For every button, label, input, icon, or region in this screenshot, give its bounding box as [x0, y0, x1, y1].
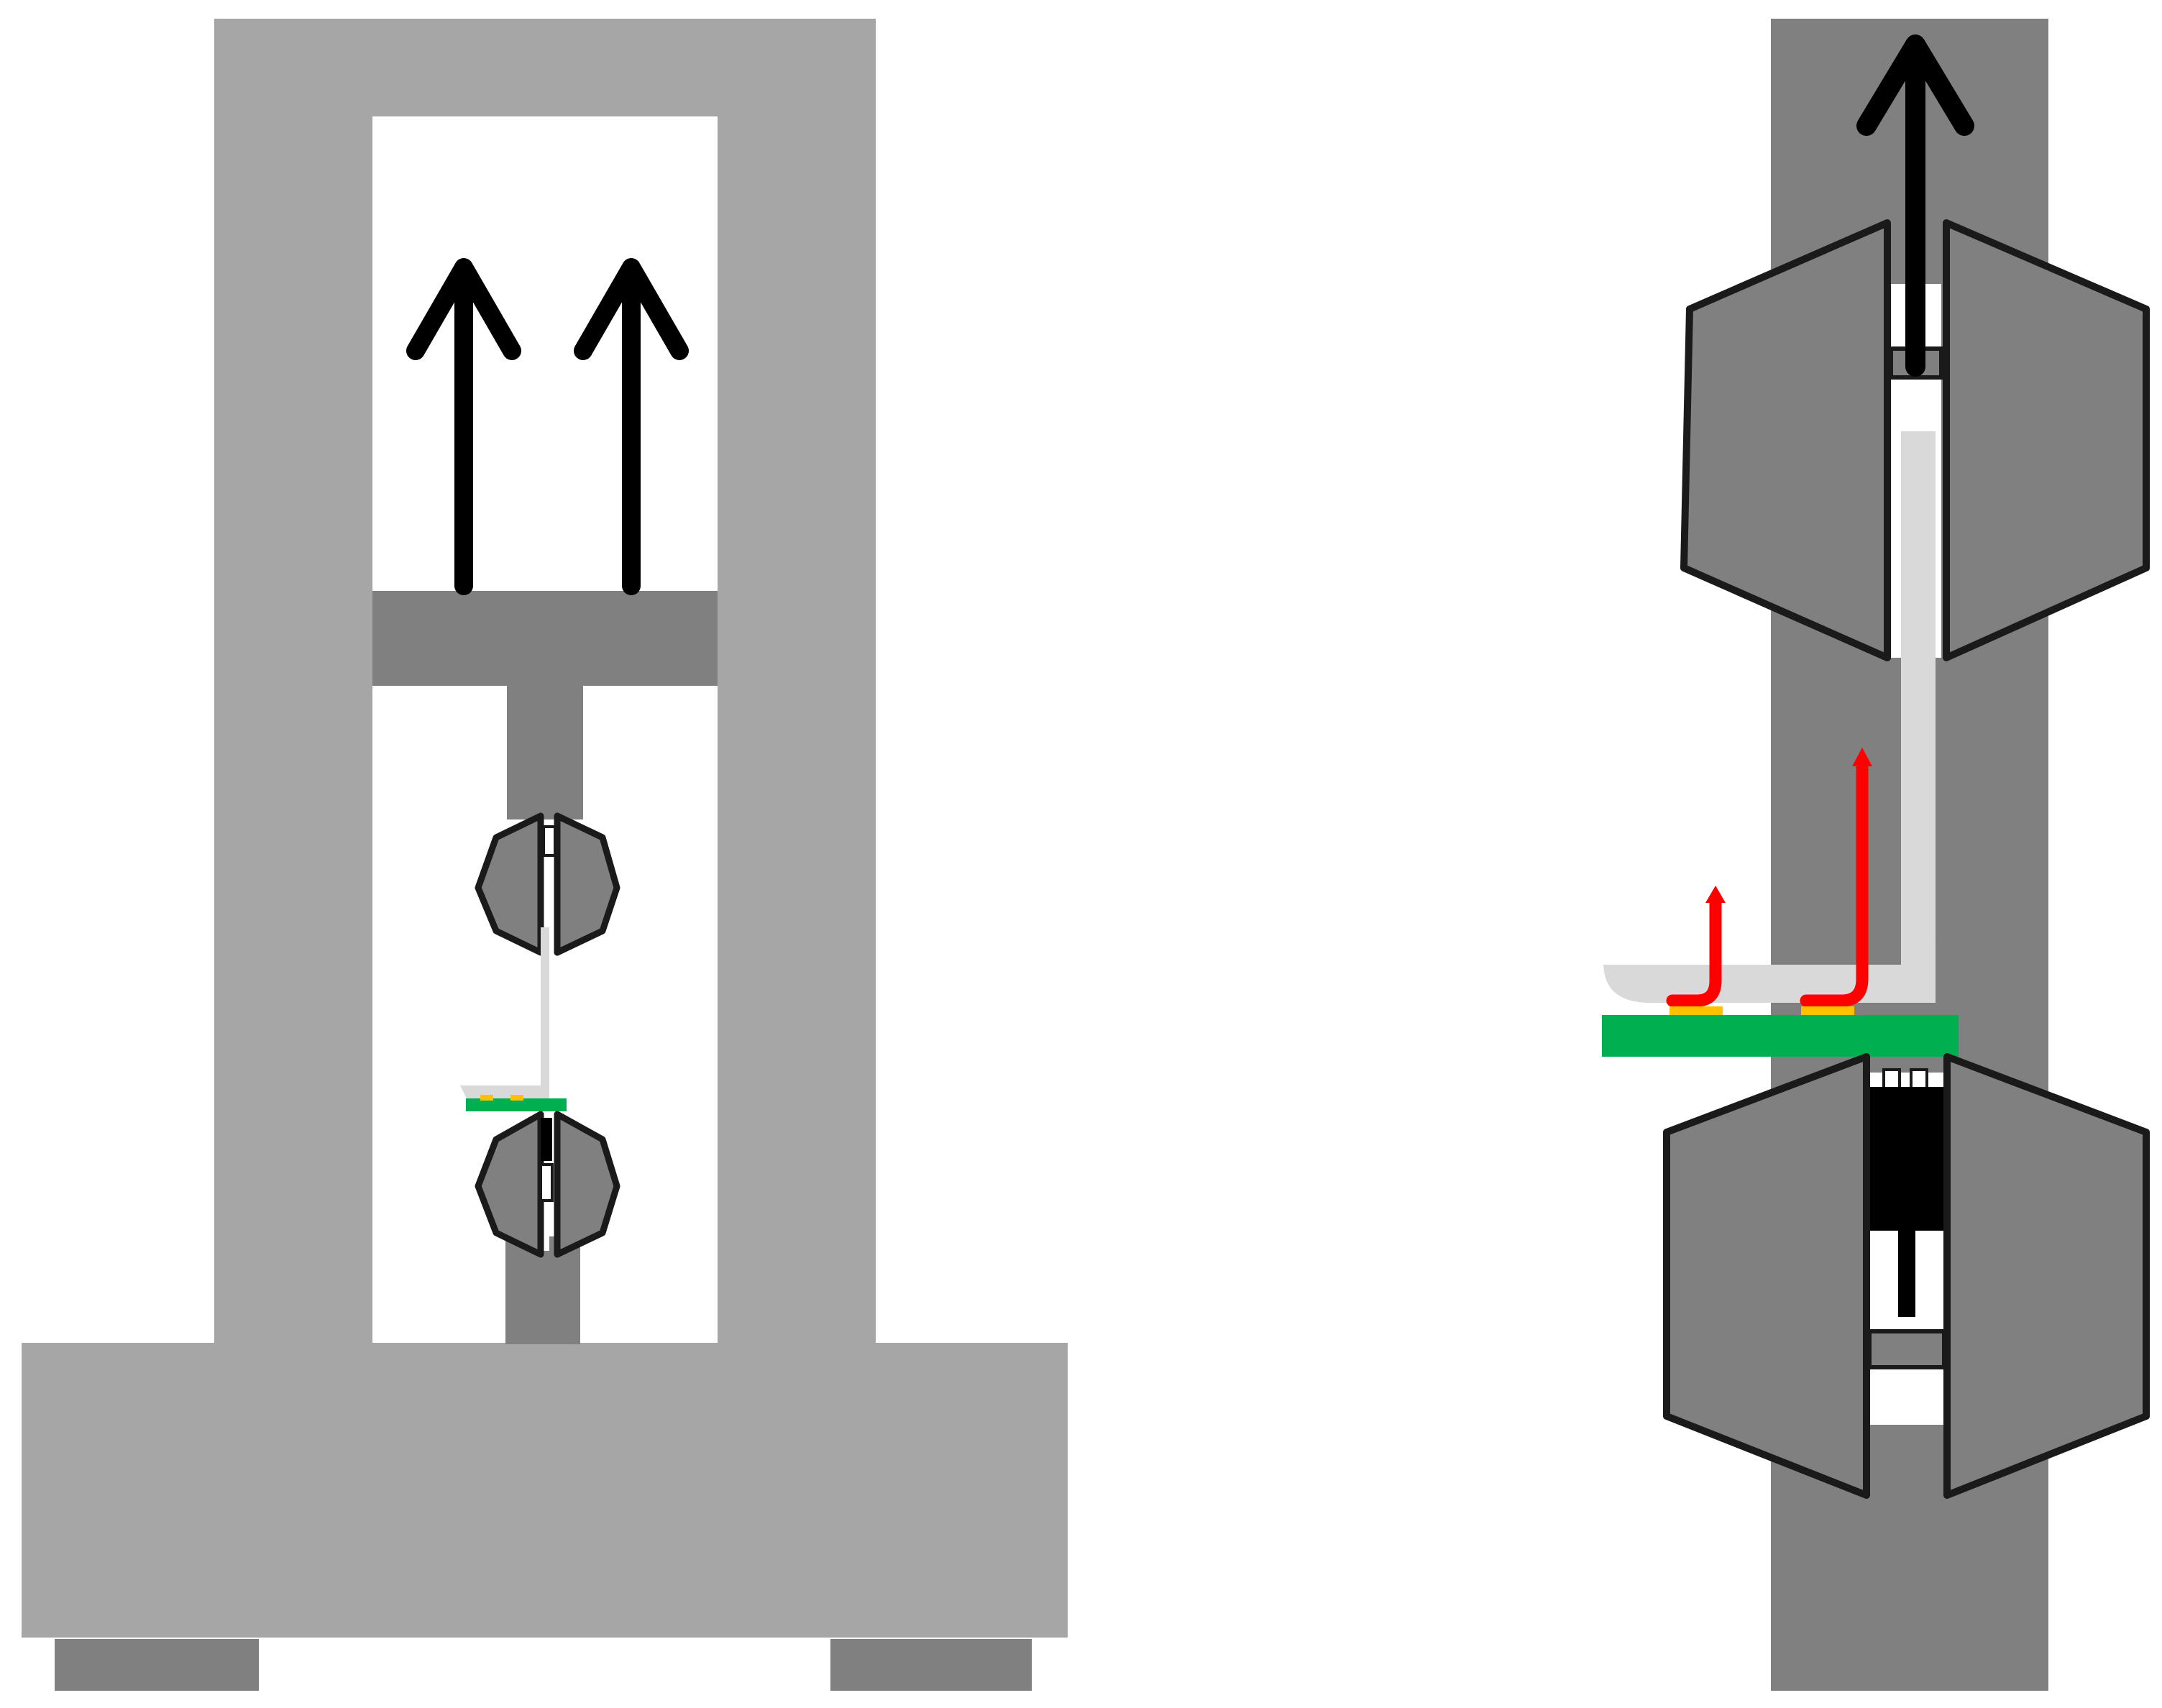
machine-base: [22, 1343, 1068, 1638]
crosshead: [372, 591, 718, 686]
tensile-testing-machine: [22, 19, 1068, 1691]
grip-and-specimen-detail: [1602, 19, 2150, 1691]
machine-foot-right: [830, 1639, 1032, 1691]
circuit-board: [1602, 1015, 1959, 1057]
pull-arrow-icon: [1856, 35, 1974, 377]
detail-lower-grip-jaw-right: [1943, 1053, 2150, 1499]
detail-lower-grip: [1663, 1053, 2150, 1499]
lower-grip-jaw-right: [554, 1111, 620, 1258]
peel-arrow-long-icon: [1800, 748, 1872, 1007]
machine-foot-left: [55, 1639, 259, 1691]
upper-rod: [507, 684, 583, 819]
specimen-small: [460, 927, 567, 1111]
detail-upper-grip-jaw-right: [1943, 219, 2150, 661]
board-small: [466, 1098, 567, 1111]
lower-grip: [475, 1111, 620, 1258]
detail-lower-grip-jaw-left: [1663, 1053, 1870, 1499]
peel-arrow-short-icon: [1666, 886, 1726, 1007]
pull-arrow-left-icon: [406, 258, 521, 595]
detail-specimen: [1603, 431, 1936, 1003]
upper-grip: [475, 812, 620, 956]
detail-upper-grip-jaw-left: [1680, 219, 1891, 661]
upper-grip-jaw-left: [475, 812, 544, 956]
upper-grip-jaw-right: [554, 812, 620, 956]
lower-grip-jaw-left: [475, 1111, 544, 1258]
pull-arrow-right-icon: [574, 258, 689, 595]
machine-frame: [214, 19, 876, 1344]
